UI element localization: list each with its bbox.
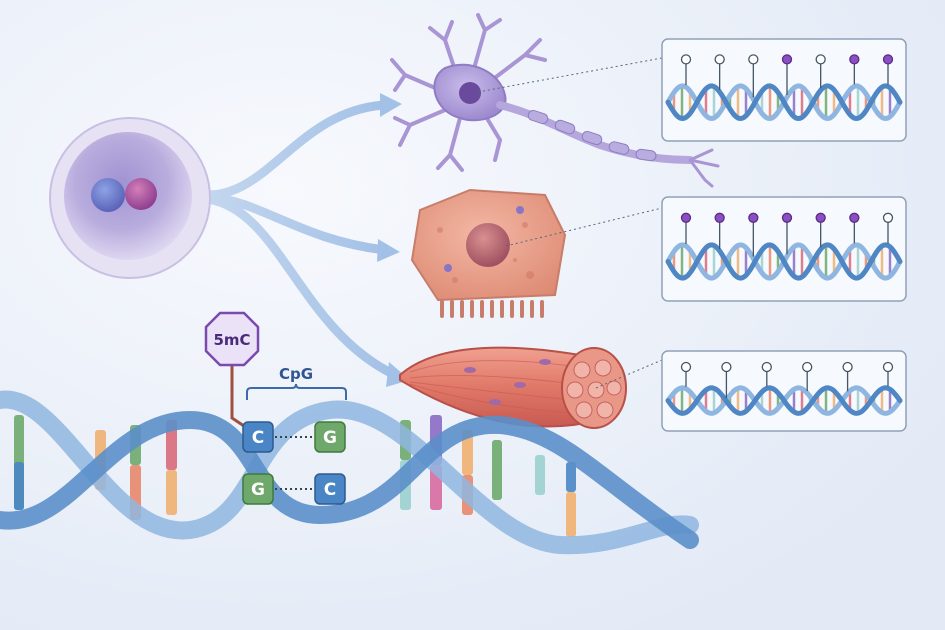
- base-tile-c-top: [242, 421, 274, 453]
- stem-nucleus-blue: [91, 178, 125, 212]
- base-tile-c-bottom: [314, 473, 346, 505]
- unmethylated-site: [680, 54, 692, 65]
- methylated-site: [849, 54, 860, 65]
- unmethylated-site: [714, 54, 725, 65]
- epithelial-cell: [410, 188, 567, 318]
- base-tile-g-bottom: [242, 473, 274, 505]
- dna-helix-large: [0, 390, 699, 555]
- cpg-bracket: [246, 383, 347, 400]
- unmethylated-site: [882, 361, 894, 373]
- cpg-label: CpG: [279, 365, 313, 383]
- base-tile-g-top: [314, 421, 346, 453]
- base-g-bottom-label: G: [251, 480, 265, 500]
- methylated-site: [815, 212, 826, 223]
- unmethylated-site: [748, 54, 759, 65]
- methylated-site: [882, 54, 894, 65]
- differentiation-arrows: [203, 100, 400, 380]
- methylated-site: [748, 212, 759, 223]
- arrow-to-neuron: [203, 100, 390, 200]
- panel-muscle: [661, 350, 907, 432]
- dna-backbone-strand-1: [0, 410, 699, 549]
- neuron-nucleus: [459, 82, 481, 104]
- connector-muscle: [595, 359, 663, 389]
- panel-backbone-strand-1: [665, 83, 903, 122]
- stem-nucleus-pink: [125, 178, 157, 210]
- unmethylated-site: [882, 212, 894, 223]
- methylated-site: [849, 212, 860, 223]
- unmethylated-site: [680, 361, 692, 373]
- methylated-site: [714, 212, 725, 223]
- methyl-badge: [204, 311, 260, 367]
- arrowhead-epithelial: [377, 239, 400, 262]
- connector-neuron: [477, 57, 663, 93]
- methylated-site: [781, 212, 793, 223]
- arrowhead-neuron: [380, 93, 402, 117]
- panel-epithelial-dna: [665, 212, 903, 281]
- methylated-site: [680, 212, 692, 223]
- neuron-cell: [390, 13, 720, 188]
- connector-epithelial: [505, 207, 663, 247]
- dna-backbone-strand-2: [0, 390, 699, 555]
- unmethylated-site: [815, 54, 826, 65]
- connector-lines: [477, 57, 663, 389]
- stem-cell: [49, 117, 211, 279]
- base-c-top-label: C: [252, 428, 264, 448]
- cpg-basepairs: [242, 421, 346, 505]
- panel-neuron-dna: [665, 54, 903, 122]
- panel-muscle-dna: [665, 361, 903, 416]
- epithelial-nucleus: [466, 223, 510, 267]
- unmethylated-site: [761, 361, 772, 373]
- base-g-top-label: G: [323, 428, 337, 448]
- panel-neuron: [661, 38, 907, 142]
- panel-backbone-strand-1: [665, 242, 903, 281]
- panel-epithelial: [661, 196, 907, 302]
- methylated-site: [781, 54, 793, 65]
- unmethylated-site: [802, 361, 813, 373]
- panel-backbone-strand-1: [665, 385, 903, 416]
- base-c-bottom-label: C: [324, 480, 336, 500]
- unmethylated-site: [721, 361, 732, 373]
- arrow-to-muscle: [203, 194, 400, 380]
- methyl-label: 5mC: [213, 331, 250, 349]
- muscle-fiber: [399, 346, 627, 429]
- unmethylated-site: [842, 361, 853, 373]
